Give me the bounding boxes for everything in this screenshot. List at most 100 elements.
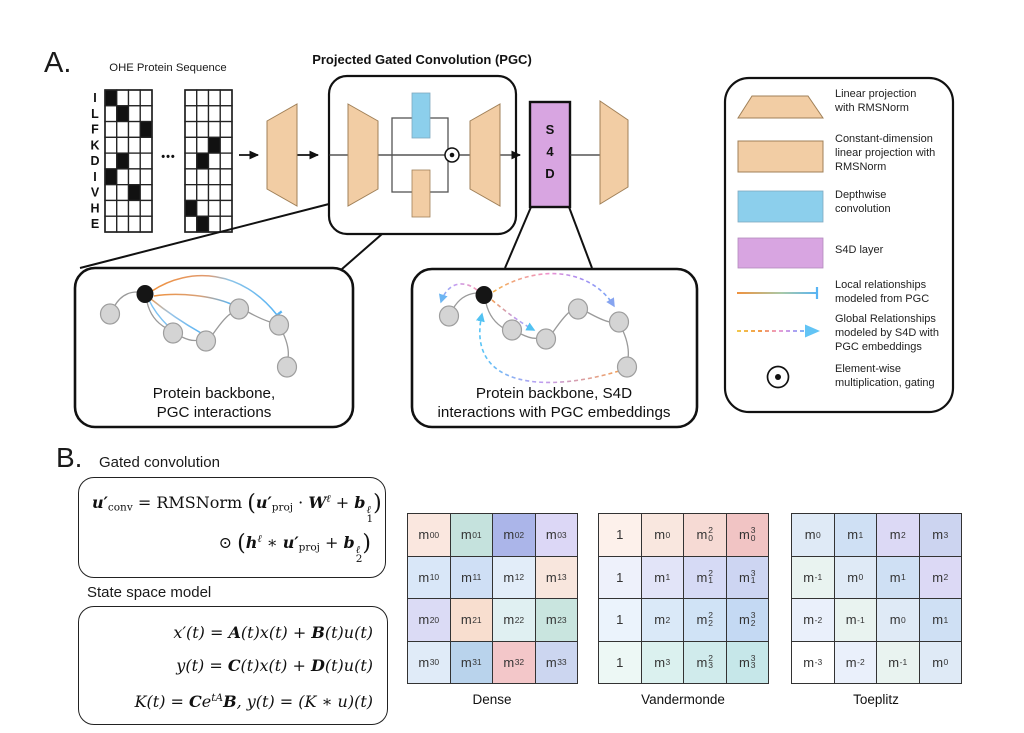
matrix-cell: 1 (599, 641, 642, 684)
matrix-label: Dense (472, 692, 512, 707)
local-edge-mid (153, 293, 232, 305)
ohe-cell (207, 136, 221, 154)
panel-a-label: A. (44, 47, 71, 79)
ohe-grid-1 (104, 89, 153, 233)
ohe-cell (196, 168, 210, 186)
matrix-cell: m-3 (792, 641, 835, 684)
global-edge-return (475, 312, 620, 384)
linear-projection-trapezoid-4 (599, 100, 629, 205)
ohe-cell (116, 136, 130, 154)
ohe-letter: K (90, 138, 99, 152)
ohe-grid-2-border (184, 89, 233, 233)
ohe-cell (219, 184, 233, 202)
ohe-cell (139, 215, 153, 233)
right-callout-caption: interactions with PGC embeddings (438, 404, 671, 421)
matrix-cell: m-2 (792, 599, 835, 642)
ohe-cell (104, 105, 118, 123)
pgc-interaction-graph (99, 274, 298, 378)
ohe-letter: L (91, 107, 99, 121)
local-edge-long (151, 274, 283, 320)
legend-item-label: Local relationships (835, 279, 927, 291)
ohe-cell (127, 215, 141, 233)
state-space-equation-box: x′(t) = A(t)x(t) + B(t)u(t) y(t) = C(t)x… (78, 606, 388, 725)
ssm-equation-line-2: y(t) = C(t)x(t) + D(t)u(t) (176, 656, 373, 675)
residue-node (501, 319, 523, 341)
residue-node (228, 298, 250, 320)
ohe-cell (116, 105, 130, 123)
ohe-cell (196, 89, 210, 107)
ohe-cell (116, 152, 130, 170)
ohe-letter: E (91, 217, 99, 231)
ohe-cell (127, 199, 141, 217)
ohe-cell (219, 168, 233, 186)
ohe-letter: I (93, 170, 96, 184)
ohe-letter: V (91, 186, 100, 200)
global-edge-far (492, 272, 615, 308)
global-edge-back (438, 283, 478, 304)
odot-icon-dot (775, 374, 781, 380)
ohe-cell (127, 168, 141, 186)
ohe-cell (116, 215, 130, 233)
trapezoid-icon (737, 95, 824, 119)
constant-projection-block (411, 169, 431, 218)
matrix-cell: m-1 (834, 599, 877, 642)
legend-item-label: Element-wise (835, 363, 901, 375)
legend-item-label: Constant-dimension (835, 133, 933, 145)
ohe-cell (104, 120, 118, 138)
pgc-interactions-box (73, 266, 355, 429)
linear-projection-trapezoid-3 (469, 103, 501, 207)
ohe-cell (196, 120, 210, 138)
ohe-cell (196, 184, 210, 202)
residue-node (195, 330, 217, 352)
s4d-interaction-graph (438, 272, 638, 384)
right-callout-caption: Protein backbone, S4D (476, 385, 632, 402)
ohe-cell (127, 89, 141, 107)
linear-projection-trapezoid-2 (347, 103, 379, 207)
ohe-cell (104, 136, 118, 154)
matrix-cell: m-1 (877, 641, 920, 684)
matrix-cell: m-2 (834, 641, 877, 684)
residue-node (438, 305, 460, 327)
legend-item-label: modeled by S4D with (835, 327, 939, 339)
ohe-cell (196, 152, 210, 170)
matrix-label: Vandermonde (641, 692, 725, 707)
matrix-label: Toeplitz (853, 692, 899, 707)
matrix-cell: 1 (599, 556, 642, 599)
ohe-cell (139, 152, 153, 170)
legend-item-label: modeled from PGC (835, 293, 929, 305)
ohe-cell (184, 215, 198, 233)
ohe-letter: D (90, 154, 99, 168)
residue-node (616, 356, 638, 378)
ohe-cell (207, 184, 221, 202)
ohe-cell (104, 168, 118, 186)
ohe-cell (184, 136, 198, 154)
ohe-cell (116, 89, 130, 107)
global-arrow-head (805, 324, 820, 338)
matrix-cell: 1 (599, 599, 642, 642)
residue-node (268, 314, 290, 336)
ohe-cell (196, 215, 210, 233)
